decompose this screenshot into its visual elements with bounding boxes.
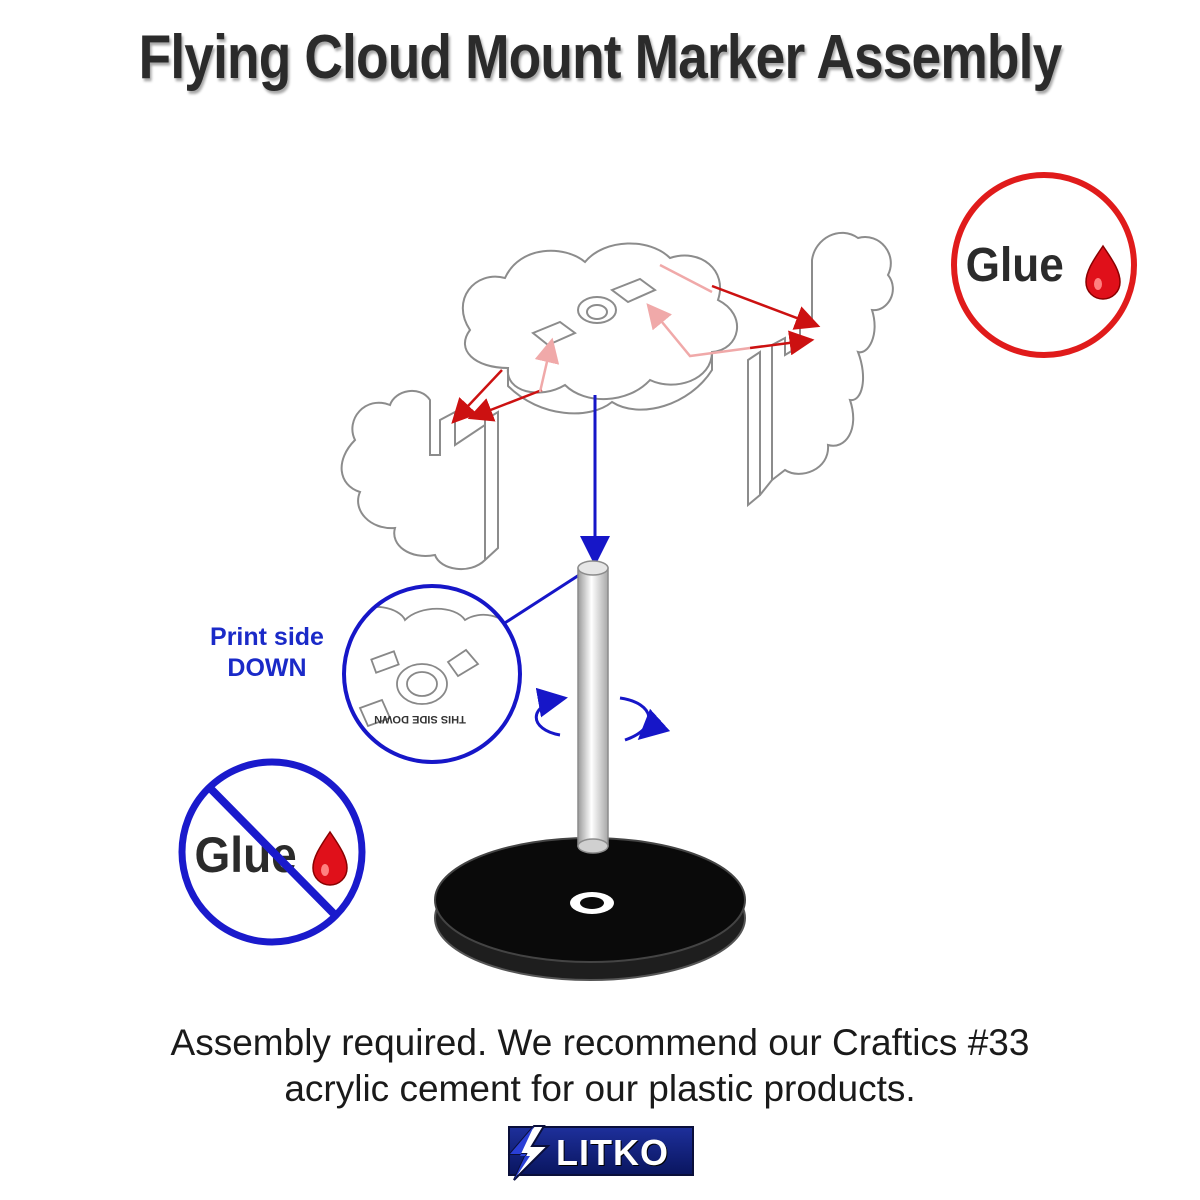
no-glue-badge: Glue <box>178 758 366 946</box>
cloud-side-left <box>340 390 499 571</box>
glue-label: Glue <box>966 237 1064 291</box>
lightning-bolt-icon <box>507 1125 551 1181</box>
cloud-side-right <box>747 231 894 508</box>
footer-line-1: Assembly required. We recommend our Craf… <box>170 1022 1030 1063</box>
litko-logo: LITKO <box>507 1125 694 1181</box>
glue-arrows <box>451 284 821 424</box>
glue-required-badge: Glue <box>951 172 1137 358</box>
logo-text: LITKO <box>556 1132 669 1173</box>
inset-stamp-text: THIS SIDE DOWN <box>374 713 466 725</box>
rotation-arrows-icon <box>534 687 671 742</box>
cloud-plate-top <box>461 242 738 415</box>
acrylic-rod <box>577 560 609 854</box>
prohibition-slash <box>205 783 339 919</box>
glue-arrows-faded <box>534 263 751 393</box>
footer-line-2: acrylic cement for our plastic products. <box>284 1068 916 1109</box>
footer-note: Assembly required. We recommend our Craf… <box>0 1020 1200 1112</box>
print-side-label: Print side <box>210 623 324 651</box>
page-title: Flying Cloud Mount Marker Assembly <box>138 23 1063 92</box>
print-side-down-label: DOWN <box>227 654 306 682</box>
print-side-inset: THIS SIDE DOWN <box>342 584 522 764</box>
base-disc <box>434 837 746 981</box>
